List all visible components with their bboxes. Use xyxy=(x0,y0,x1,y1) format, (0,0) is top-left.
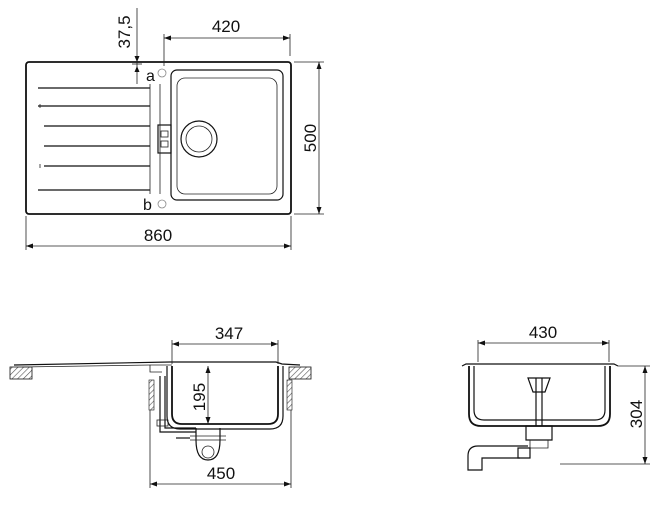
sink-outline xyxy=(25,61,292,215)
drainboard-ribs xyxy=(38,87,150,191)
bowl-inner xyxy=(176,77,278,195)
dim-bowl-depth-label: 195 xyxy=(190,383,209,411)
side-view: 347 195 450 xyxy=(9,324,312,488)
tap-hole-a xyxy=(157,68,167,78)
dim-depth: 500 xyxy=(294,61,324,215)
drain-inner xyxy=(185,125,213,153)
drain-outer xyxy=(180,120,218,158)
dim-end-width: 430 xyxy=(477,323,610,362)
tap-hole-label-b: b xyxy=(143,197,152,214)
dim-offset-label: 37,5 xyxy=(115,15,134,48)
cabinet-wall-right xyxy=(286,379,293,411)
dim-end-width-label: 430 xyxy=(529,323,557,342)
countertop-right xyxy=(288,366,312,380)
countertop-left xyxy=(9,366,33,380)
tap-hole-label-a: a xyxy=(146,68,155,85)
dim-bowl-depth: 195 xyxy=(190,366,211,424)
dim-overall-width-label: 860 xyxy=(144,226,172,245)
dim-cabinet: 450 xyxy=(149,410,292,488)
dim-end-height-label: 304 xyxy=(627,400,646,428)
bowl-outer xyxy=(170,69,284,201)
dim-offset: 37,5 xyxy=(115,8,142,84)
dim-end-height: 304 xyxy=(560,365,650,465)
cabinet-wall-left xyxy=(148,379,155,411)
top-view: a b 420 37,5 500 xyxy=(25,8,324,250)
dim-bowl-inner-label: 347 xyxy=(215,324,243,343)
tap-hole-b xyxy=(157,199,167,209)
dim-bowl-width: 420 xyxy=(163,17,291,66)
dim-depth-label: 500 xyxy=(301,124,320,152)
dim-bowl-inner: 347 xyxy=(171,324,279,364)
dim-overall-width: 860 xyxy=(25,216,292,250)
end-view: 430 304 xyxy=(461,323,650,471)
dim-cabinet-label: 450 xyxy=(207,464,235,483)
overflow xyxy=(157,124,172,154)
dim-bowl-width-label: 420 xyxy=(212,17,240,36)
